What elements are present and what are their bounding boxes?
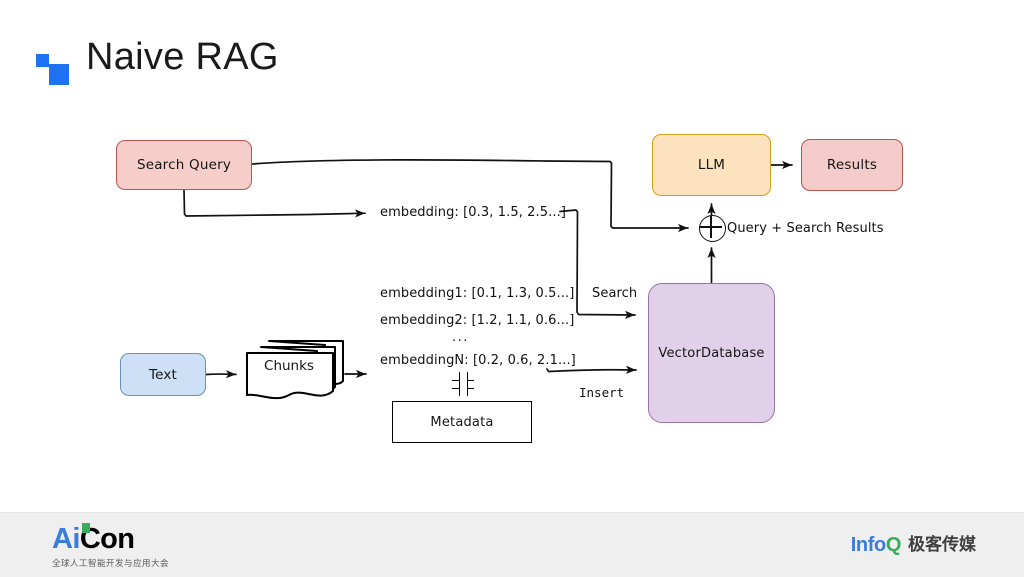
node-llm[interactable]: LLM	[652, 134, 771, 196]
label-embedding-n: embeddingN: [0.2, 0.6, 2.1...]	[380, 353, 576, 368]
infoq-chinese-name: 极客传媒	[908, 537, 976, 554]
node-llm-label: LLM	[698, 157, 725, 173]
label-query-plus-search-results: Query + Search Results	[727, 221, 884, 236]
label-embedding-1: embedding1: [0.1, 1.3, 0.5...]	[380, 286, 574, 301]
node-chunks[interactable]: Chunks	[245, 337, 345, 401]
edge-query-to-embedding	[184, 190, 365, 216]
label-search: Search	[592, 286, 637, 301]
infoq-wordmark-info: Info	[851, 534, 886, 556]
label-embedding-2: embedding2: [1.2, 1.1, 0.6...]	[380, 313, 574, 328]
aicon-wordmark: AiCon	[52, 525, 134, 554]
node-text[interactable]: Text	[120, 353, 206, 396]
junction-cross-vertical	[710, 216, 712, 238]
label-embedding-ellipsis: ...	[452, 330, 469, 345]
circle-plus-junction-icon	[699, 215, 726, 242]
node-chunks-label: Chunks	[245, 337, 333, 395]
label-insert: Insert	[579, 385, 624, 400]
aicon-wordmark-ai: Ai	[52, 523, 80, 555]
node-vectordatabase[interactable]: VectorDatabase	[648, 283, 775, 423]
plus-bar-vertical	[459, 372, 468, 396]
aicon-brand: AiCon 全球人工智能开发与应用大会	[52, 525, 169, 569]
node-results-label: Results	[827, 157, 877, 173]
plus-operator-icon	[452, 372, 474, 396]
aicon-subtitle: 全球人工智能开发与应用大会	[52, 557, 169, 569]
label-embedding-query: embedding: [0.3, 1.5, 2.5...]	[380, 205, 566, 220]
node-metadata-label: Metadata	[430, 415, 493, 430]
node-vectordatabase-label: VectorDatabase	[658, 346, 764, 361]
edge-embeddings-to-vectordb-insert	[547, 369, 636, 372]
node-results[interactable]: Results	[801, 139, 903, 191]
aicon-green-accent-icon	[82, 523, 90, 533]
node-text-label: Text	[149, 367, 177, 383]
node-search-query-label: Search Query	[137, 157, 231, 173]
infoq-wordmark-q: Q	[886, 534, 901, 556]
rag-flow-diagram: Search Query LLM Results Text Chunks	[0, 0, 1024, 512]
node-metadata[interactable]: Metadata	[392, 401, 532, 443]
infoq-brand: InfoQ 极客传媒	[851, 535, 976, 555]
slide-footer: AiCon 全球人工智能开发与应用大会 InfoQ 极客传媒	[0, 512, 1024, 577]
node-search-query[interactable]: Search Query	[116, 140, 252, 190]
infoq-wordmark: InfoQ	[851, 535, 901, 555]
